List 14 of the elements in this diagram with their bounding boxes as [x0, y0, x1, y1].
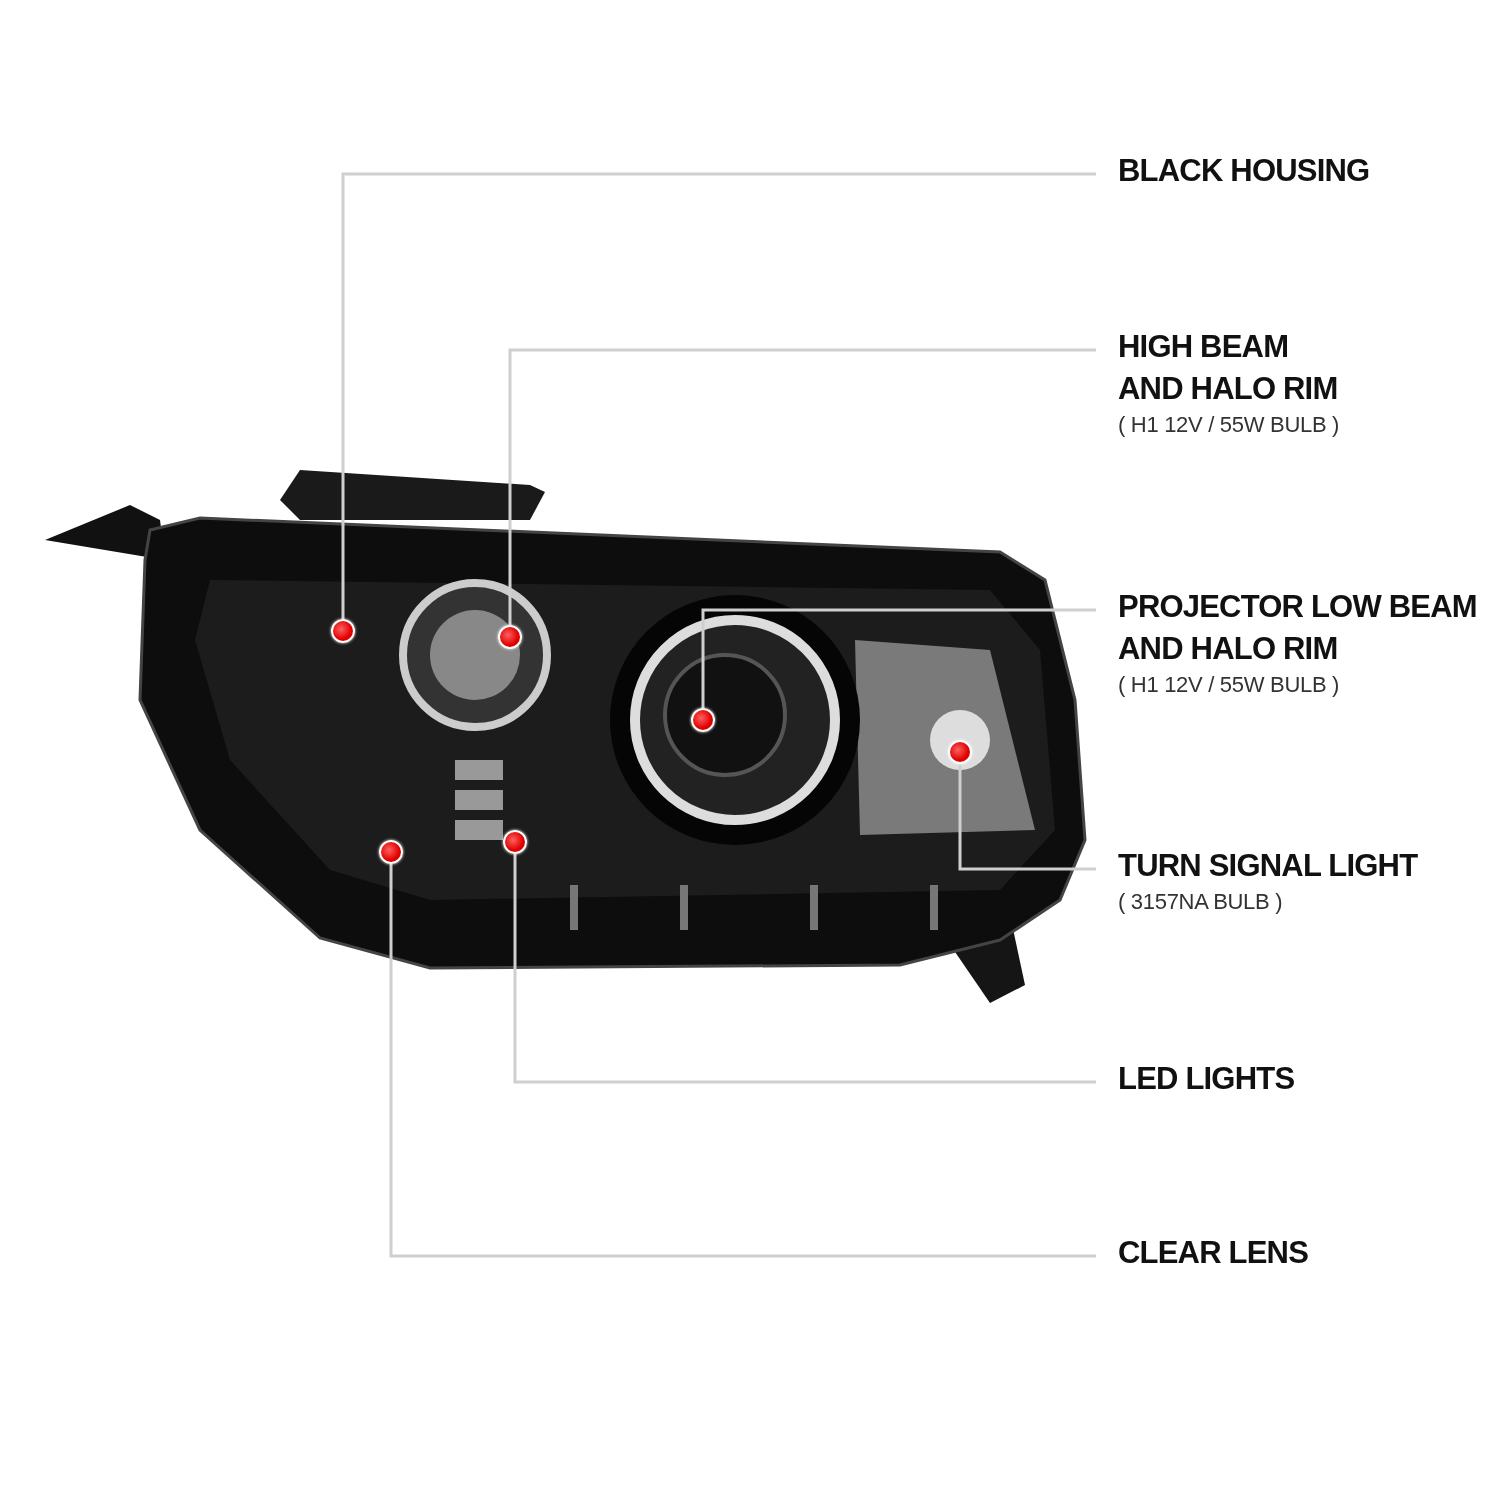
callout-label: BLACK HOUSING	[1118, 152, 1371, 190]
callout-label: LED LIGHTS	[1118, 1060, 1296, 1098]
callout-label: TURN SIGNAL LIGHT	[1118, 847, 1419, 885]
callout-label: CLEAR LENS	[1118, 1234, 1310, 1272]
leader-line	[389, 864, 1096, 1258]
callout-label: PROJECTOR LOW BEAM AND HALO RIM	[1118, 588, 1478, 668]
bulb-spec: ( 3157NA BULB )	[1118, 889, 1284, 915]
callout-label: HIGH BEAM AND HALO RIM	[1118, 328, 1339, 408]
bulb-spec: ( H1 12V / 55W BULB )	[1118, 412, 1341, 438]
leader-line	[341, 172, 1096, 619]
bulb-spec: ( H1 12V / 55W BULB )	[1118, 672, 1341, 698]
leader-line	[508, 348, 1096, 625]
leader-line	[701, 608, 1096, 708]
leader-line	[513, 854, 1096, 1084]
